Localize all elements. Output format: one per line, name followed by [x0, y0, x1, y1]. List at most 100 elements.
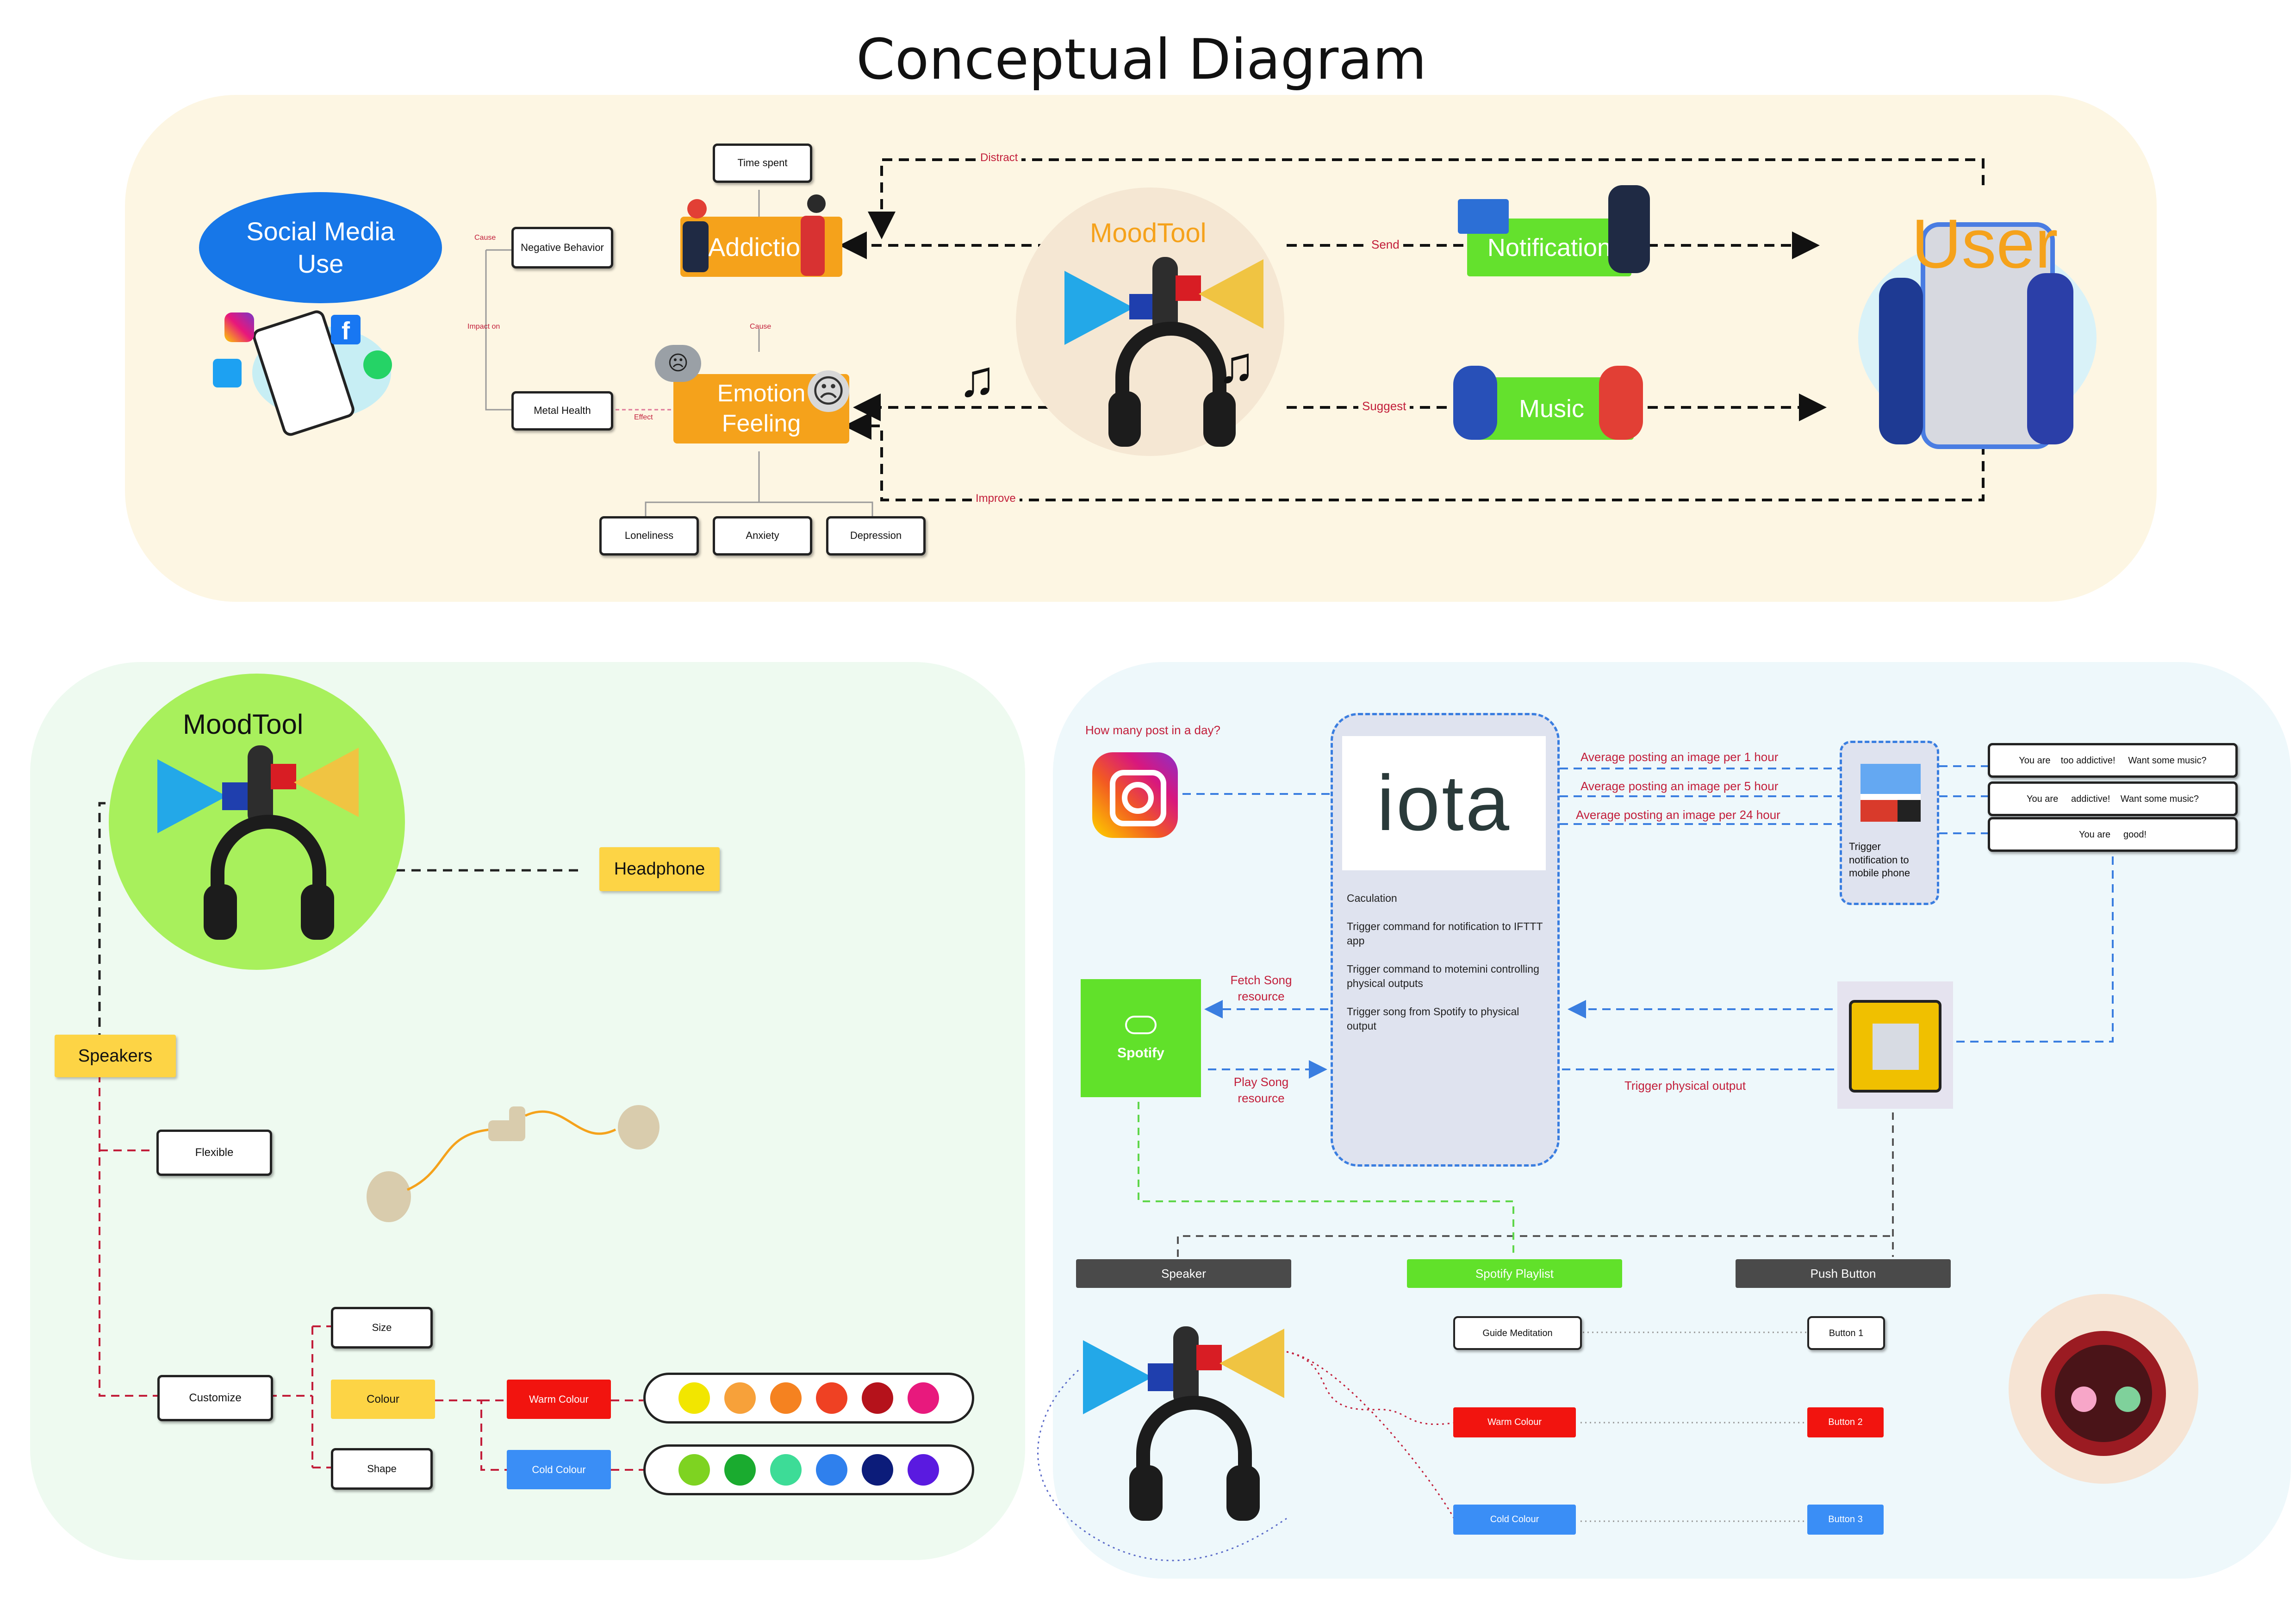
push-button-green	[2115, 1387, 2140, 1412]
push-button-pink	[2071, 1387, 2097, 1412]
person-phone-figure	[683, 199, 715, 273]
sad-cloud-icon: ☹	[655, 345, 701, 382]
listener-figure-right	[1599, 366, 1643, 440]
moodtool-title-top: MoodTool	[1090, 218, 1207, 248]
spotify-tile: Spotify	[1081, 979, 1201, 1097]
page-title: Conceptual Diagram	[856, 28, 1427, 92]
iota-logo-text: iota	[1376, 759, 1512, 847]
calc-line-2: Trigger command for notification to IFTT…	[1347, 920, 1543, 947]
fetch-song-label: Fetch Song resource	[1230, 973, 1292, 1004]
message-good: You are good!	[1988, 817, 2238, 852]
flexible-box: Flexible	[156, 1130, 272, 1176]
button-3-box: Button 3	[1807, 1505, 1884, 1535]
cause-label-1: Cause	[474, 234, 496, 242]
phone-social-illustration: f	[211, 308, 414, 438]
cold-swatch-bar	[643, 1444, 974, 1495]
speakers-label: Speakers	[55, 1035, 176, 1077]
headphone-label: Headphone	[599, 847, 720, 891]
instagram-logo	[1092, 752, 1178, 838]
cold-swatch-1	[678, 1454, 710, 1486]
warm-swatch-4	[816, 1382, 847, 1414]
envelope-icon	[1458, 199, 1509, 234]
social-media-use-oval: Social Media Use	[199, 192, 442, 303]
metal-health-box: Metal Health	[511, 391, 613, 431]
time-spent-box: Time spent	[713, 144, 812, 183]
cold-colour-mode: Cold Colour	[1453, 1505, 1576, 1535]
social-media-use-label: Social Media Use	[246, 217, 395, 278]
iota-logo-card: iota	[1342, 736, 1546, 870]
moodtool-device-left	[157, 745, 366, 940]
cause-label-2: Cause	[750, 323, 772, 331]
calc-line-1: Caculation	[1347, 892, 1397, 904]
cold-swatch-2	[724, 1454, 756, 1486]
negative-behavior-box: Negative Behavior	[511, 227, 613, 269]
user-figure-right	[2027, 273, 2073, 444]
shape-box: Shape	[331, 1448, 433, 1490]
warm-colour-mode: Warm Colour	[1453, 1407, 1576, 1437]
spotify-playlist-header: Spotify Playlist	[1407, 1259, 1622, 1288]
cold-swatch-4	[816, 1454, 847, 1486]
flexible-speaker-svg	[367, 1105, 660, 1222]
whatsapp-icon	[363, 350, 392, 379]
cold-colour-box: Cold Colour	[507, 1450, 611, 1489]
question-label: How many post in a day?	[1085, 723, 1220, 737]
push-button-device-circle	[2009, 1294, 2198, 1484]
music-notes-icon-right: ♫	[1217, 337, 1256, 394]
sad-face-icon: ☹	[808, 370, 849, 412]
size-box: Size	[331, 1307, 433, 1349]
cold-swatch-5	[862, 1454, 893, 1486]
listener-figure-left	[1453, 366, 1497, 440]
guide-meditation-box: Guide Meditation	[1453, 1316, 1582, 1350]
spotify-label: Spotify	[1117, 1045, 1164, 1061]
moodtool-device-top	[1064, 257, 1263, 451]
warm-swatch-bar	[643, 1373, 974, 1424]
effect-label: Effect	[634, 413, 653, 421]
avg-24h-label: Average posting an image per 24 hour	[1576, 808, 1780, 822]
iota-calc-list: Caculation Trigger command for notificat…	[1347, 891, 1546, 1033]
warm-swatch-3	[770, 1382, 802, 1414]
user-figure-left	[1879, 278, 1923, 444]
improve-label: Improve	[972, 492, 1020, 505]
trigger-notification-label: Trigger notification to mobile phone	[1849, 841, 1910, 879]
motemini-board-icon	[1849, 1000, 1941, 1093]
colour-box: Colour	[331, 1380, 435, 1419]
warm-swatch-2	[724, 1382, 756, 1414]
cold-swatch-6	[908, 1454, 939, 1486]
suggest-label: Suggest	[1358, 399, 1410, 413]
twitter-icon	[213, 359, 242, 387]
cold-swatch-3	[770, 1454, 802, 1486]
send-label: Send	[1368, 237, 1403, 252]
person-standing-figure	[801, 194, 833, 278]
button-1-box: Button 1	[1807, 1316, 1885, 1350]
warm-swatch-6	[908, 1382, 939, 1414]
music-notes-icon-left: ♫	[958, 350, 996, 407]
warm-colour-box: Warm Colour	[507, 1380, 611, 1419]
trigger-physical-label: Trigger physical output	[1624, 1079, 1746, 1093]
button-2-box: Button 2	[1807, 1407, 1884, 1437]
impact-on-label: Impact on	[467, 323, 500, 331]
loneliness-box: Loneliness	[599, 516, 699, 556]
push-button-header: Push Button	[1736, 1259, 1951, 1288]
megaphone-figure	[1608, 185, 1650, 273]
moodtool-title-left: MoodTool	[183, 709, 304, 740]
message-too-addictive: You are too addictive! Want some music?	[1988, 743, 2238, 778]
warm-swatch-5	[862, 1382, 893, 1414]
avg-1h-label: Average posting an image per 1 hour	[1580, 750, 1779, 764]
distract-label: Distract	[977, 151, 1022, 164]
message-addictive: You are addictive! Want some music?	[1988, 781, 2238, 816]
play-song-label: Play Song resource	[1233, 1075, 1289, 1106]
ifttt-logo	[1860, 764, 1921, 822]
customize-box: Customize	[157, 1375, 273, 1421]
flexible-speaker-illustration	[356, 1102, 676, 1227]
moodtool-device-right	[1083, 1326, 1291, 1525]
cloud-icon	[1125, 1015, 1157, 1034]
calc-line-3: Trigger command to motemini controlling …	[1347, 963, 1539, 990]
anxiety-box: Anxiety	[713, 516, 812, 556]
depression-box: Depression	[826, 516, 926, 556]
avg-5h-label: Average posting an image per 5 hour	[1580, 779, 1779, 793]
instagram-icon	[224, 312, 254, 342]
speaker-header: Speaker	[1076, 1259, 1291, 1288]
calc-line-4: Trigger song from Spotify to physical ou…	[1347, 1006, 1519, 1032]
facebook-icon: f	[331, 315, 361, 345]
warm-swatch-1	[678, 1382, 710, 1414]
